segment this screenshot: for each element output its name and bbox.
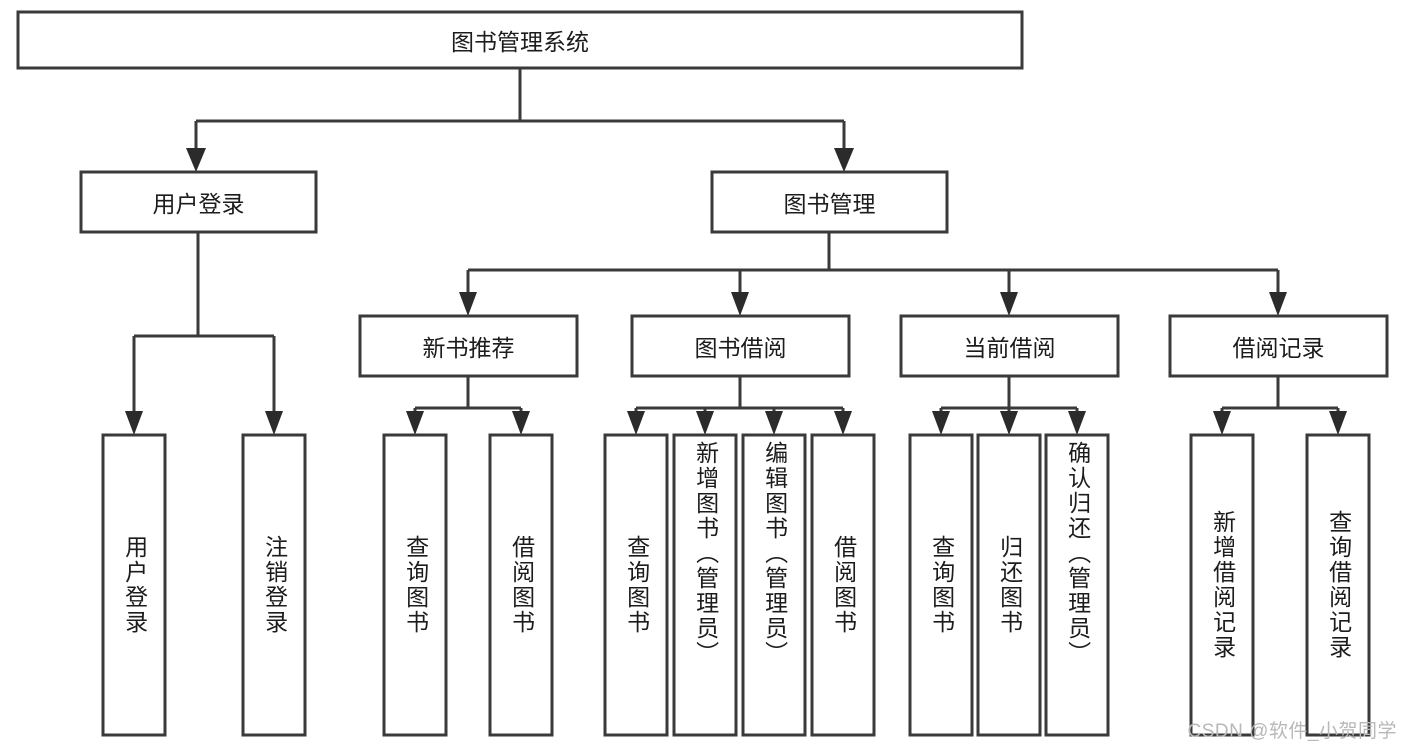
- node-root[interactable]: [16, 10, 1024, 70]
- node-leaf-add-record[interactable]: [1189, 433, 1255, 737]
- connector-book-manage-to-level3: [459, 232, 1287, 316]
- node-new-book-recommend[interactable]: [358, 314, 579, 378]
- node-leaf-borrow-book-2[interactable]: [810, 433, 876, 737]
- connector-new-book-recommend-to-leaves: [406, 376, 530, 435]
- node-book-manage[interactable]: [710, 170, 949, 234]
- csdn-watermark: CSDN @软件_小贺同学: [1187, 721, 1397, 742]
- node-leaf-borrow-book-1[interactable]: [488, 433, 554, 737]
- node-user-login[interactable]: [79, 170, 318, 234]
- node-leaf-query-book-2[interactable]: [603, 433, 669, 737]
- node-borrow-record[interactable]: [1168, 314, 1389, 378]
- node-leaf-query-book-1[interactable]: [382, 433, 448, 737]
- node-leaf-return-book[interactable]: [976, 433, 1042, 737]
- connector-current-borrow-to-leaves: [932, 376, 1086, 435]
- connector-borrow-record-to-leaves: [1213, 376, 1347, 435]
- connector-book-borrow-to-leaves: [627, 376, 852, 435]
- node-leaf-edit-book[interactable]: [741, 433, 807, 737]
- node-leaf-query-book-3[interactable]: [908, 433, 974, 737]
- node-leaf-add-book[interactable]: [672, 433, 738, 737]
- connector-user-login-to-leaves: [125, 232, 283, 435]
- connector-root-to-level2: [186, 68, 854, 172]
- node-current-borrow[interactable]: [899, 314, 1120, 378]
- node-leaf-query-record[interactable]: [1305, 433, 1371, 737]
- node-leaf-confirm-return[interactable]: [1044, 433, 1110, 737]
- node-leaf-user-login[interactable]: [101, 433, 167, 737]
- node-leaf-user-logout[interactable]: [241, 433, 307, 737]
- node-book-borrow[interactable]: [630, 314, 851, 378]
